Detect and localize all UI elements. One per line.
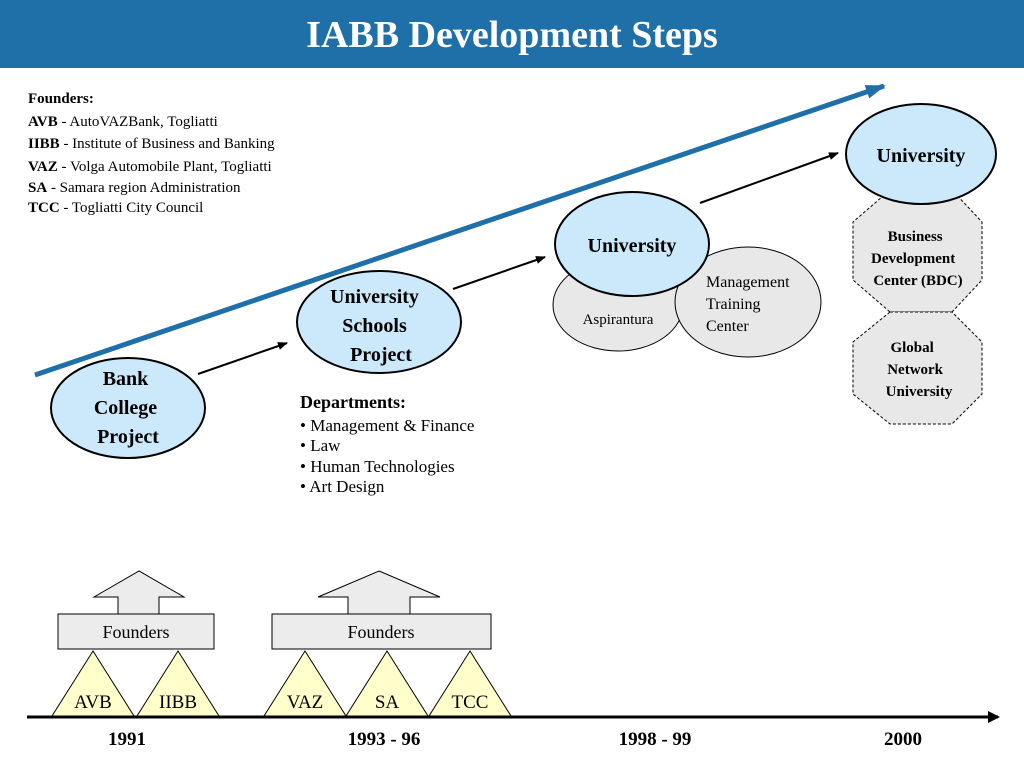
university-2000-node [845, 103, 997, 205]
page-title: IABB Development Steps [306, 14, 718, 56]
bdc-label: Business Development Center (BDC) [871, 229, 963, 289]
aspirantura-label: Aspirantura [583, 312, 654, 328]
legend-heading: Founders: [28, 91, 94, 107]
mtc-label: Management Training Center [706, 274, 794, 335]
title-bar [0, 0, 1024, 68]
gnu-label: Global Network University [886, 340, 953, 400]
founder-avb-label: AVB [74, 692, 112, 713]
legend-item: TCC - Togliatti City Council [28, 199, 204, 216]
university-1998-label: University [588, 235, 677, 257]
founder-iibb-label: IIBB [159, 692, 197, 713]
bank-college-label: Bank College Project [94, 368, 162, 448]
founders-box [271, 613, 492, 650]
departments-list: Departments: • Management & Finance • La… [300, 392, 474, 498]
connector-arrow [197, 342, 288, 375]
founders-legend: Founders: AVB - AutoVAZBank, Togliatti I… [28, 88, 275, 219]
legend-item: AVB - AutoVAZBank, Togliatti [28, 113, 218, 130]
department-item: • Art Design [300, 477, 385, 496]
growth-trend-arrow [34, 83, 886, 378]
founder-vaz-label: VAZ [287, 692, 324, 713]
department-item: • Human Technologies [300, 456, 455, 476]
founder-tcc-label: TCC [452, 692, 489, 713]
department-item: • Law [300, 436, 341, 455]
departments-heading: Departments: [300, 392, 406, 412]
connector-arrow [699, 152, 839, 204]
founders-box-label: Founders [348, 622, 415, 642]
bank-college-project-node [50, 357, 206, 459]
university-2000-label: University [877, 145, 966, 167]
timeline-label-1993-96: 1993 - 96 [348, 729, 421, 750]
management-training-center-node [674, 246, 822, 358]
university-schools-project-node [296, 270, 462, 374]
founders-box [57, 613, 215, 650]
timeline-label-1991: 1991 [108, 729, 146, 750]
global-network-university-node [852, 311, 983, 425]
founders-up-arrow [92, 570, 186, 615]
department-item: • Management & Finance [300, 415, 475, 435]
legend-item: VAZ - Volga Automobile Plant, Togliatti [28, 158, 272, 175]
connector-arrow [452, 256, 546, 290]
schools-project-label: University Schools Project [330, 286, 424, 366]
timeline-label-2000: 2000 [884, 729, 922, 750]
founders-box-label: Founders [103, 622, 170, 642]
timeline-label-1998-99: 1998 - 99 [619, 729, 692, 750]
founders-up-arrow [317, 570, 441, 615]
university-1998-node [554, 191, 710, 297]
timeline-arrowhead [988, 711, 1000, 723]
founder-sa-label: SA [375, 692, 400, 713]
legend-item: IIBB - Institute of Business and Banking [28, 136, 275, 152]
legend-item: SA - Samara region Administration [28, 180, 241, 196]
